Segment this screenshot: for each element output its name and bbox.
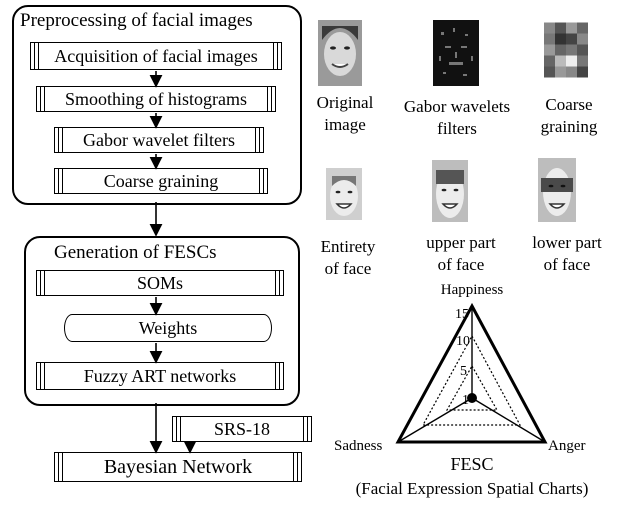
gabor-filtered-image [433,20,479,86]
fesc-axis-anger [471,397,546,443]
lower-face-image [538,158,576,222]
fesc-tick-15: 15 [455,307,469,322]
srs-box: SRS-18 [172,416,312,442]
fesc-label-happiness: Happiness [441,282,504,298]
fesc-subtitle: (Facial Expression Spatial Charts) [356,479,589,498]
fesc-outer-triangle [395,302,548,444]
step-smoothing: Smoothing of histograms [36,86,276,112]
fesc-grid-5 [445,364,499,411]
original-image [318,20,362,86]
upper-face-image [432,160,468,222]
fesc-axis-sadness [397,397,473,443]
step-fuzzy-art: Fuzzy ART networks [36,362,284,390]
fesc-title: FESC [450,454,493,474]
fesc-grid-10 [421,334,522,426]
fesc-tick-1: 1 [462,393,469,408]
step-coarse: Coarse graining [54,168,268,194]
generation-title: Generation of FESCs [54,242,217,263]
fesc-label-sadness: Sadness [334,438,382,454]
fesc-chart: Happiness Anger Sadness 15 10 5 1 FESC (… [334,282,589,498]
bayesian-network-box: Bayesian Network [54,452,302,482]
fesc-center-point [467,393,477,403]
step-acquisition: Acquisition of facial images [30,42,282,70]
coarse-grained-image [544,22,588,78]
step-gabor: Gabor wavelet filters [54,127,264,153]
entire-face-image [326,168,362,220]
fesc-tick-10: 10 [456,334,470,349]
preprocessing-title: Preprocessing of facial images [20,10,253,31]
step-soms: SOMs [36,270,284,296]
fesc-label-anger: Anger [548,438,586,454]
fesc-tick-5: 5 [460,364,467,379]
step-weights: Weights [64,314,272,342]
